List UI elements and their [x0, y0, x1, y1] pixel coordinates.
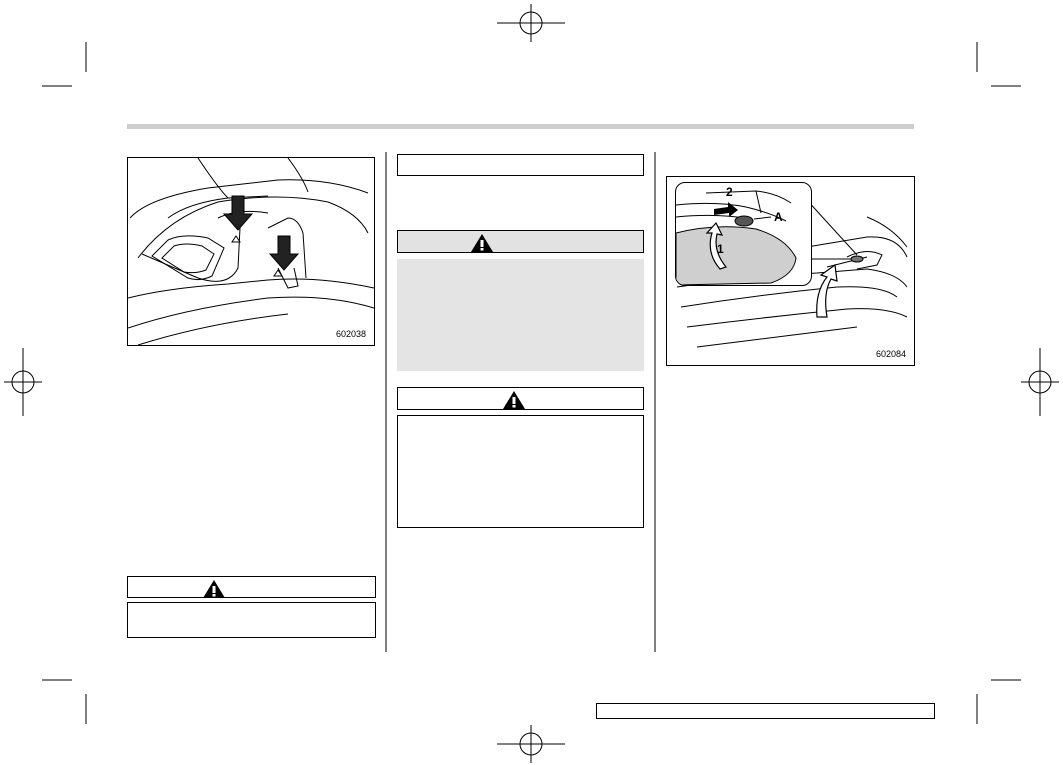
warning-triangle-icon	[503, 391, 525, 409]
figure-cargo-cover: 2 1 A 602084	[666, 176, 915, 366]
figure-inset: 2 1 A	[675, 182, 812, 286]
figure-rear-seat-armrest: 602038	[127, 157, 375, 346]
footer-page-box	[596, 703, 935, 719]
callout-step-1: 1	[717, 242, 724, 256]
warning-header-middle	[397, 387, 644, 410]
figure-code: 602038	[335, 329, 366, 339]
warning-body	[127, 602, 376, 638]
figure-code: 602084	[875, 349, 906, 359]
warning-header	[127, 576, 376, 598]
section-header-box	[397, 154, 644, 176]
callout-step-2: 2	[726, 185, 733, 199]
warning-body-middle	[397, 415, 644, 528]
callout-part-a: A	[774, 210, 783, 224]
warning-triangle-icon	[471, 234, 493, 252]
caution-header-shaded	[397, 230, 644, 253]
figure-illustration-right	[676, 186, 908, 348]
warning-triangle-icon	[203, 580, 225, 598]
figure-illustration	[128, 158, 374, 345]
caution-body-shaded	[397, 259, 644, 371]
